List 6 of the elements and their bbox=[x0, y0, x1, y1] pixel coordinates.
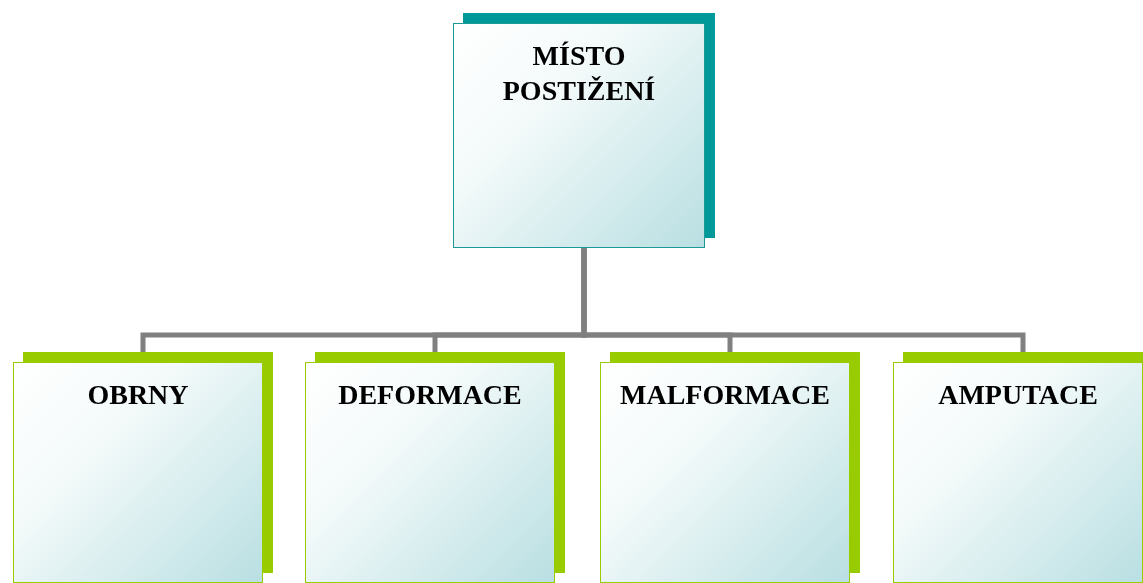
connector-line bbox=[581, 248, 1026, 352]
box-label: OBRNY bbox=[87, 378, 189, 412]
box-label: MÍSTO POSTIŽENÍ bbox=[501, 39, 657, 108]
box-label: DEFORMACE bbox=[338, 378, 522, 412]
box-label: MALFORMACE bbox=[620, 378, 830, 412]
box-label: AMPUTACE bbox=[938, 378, 1098, 412]
